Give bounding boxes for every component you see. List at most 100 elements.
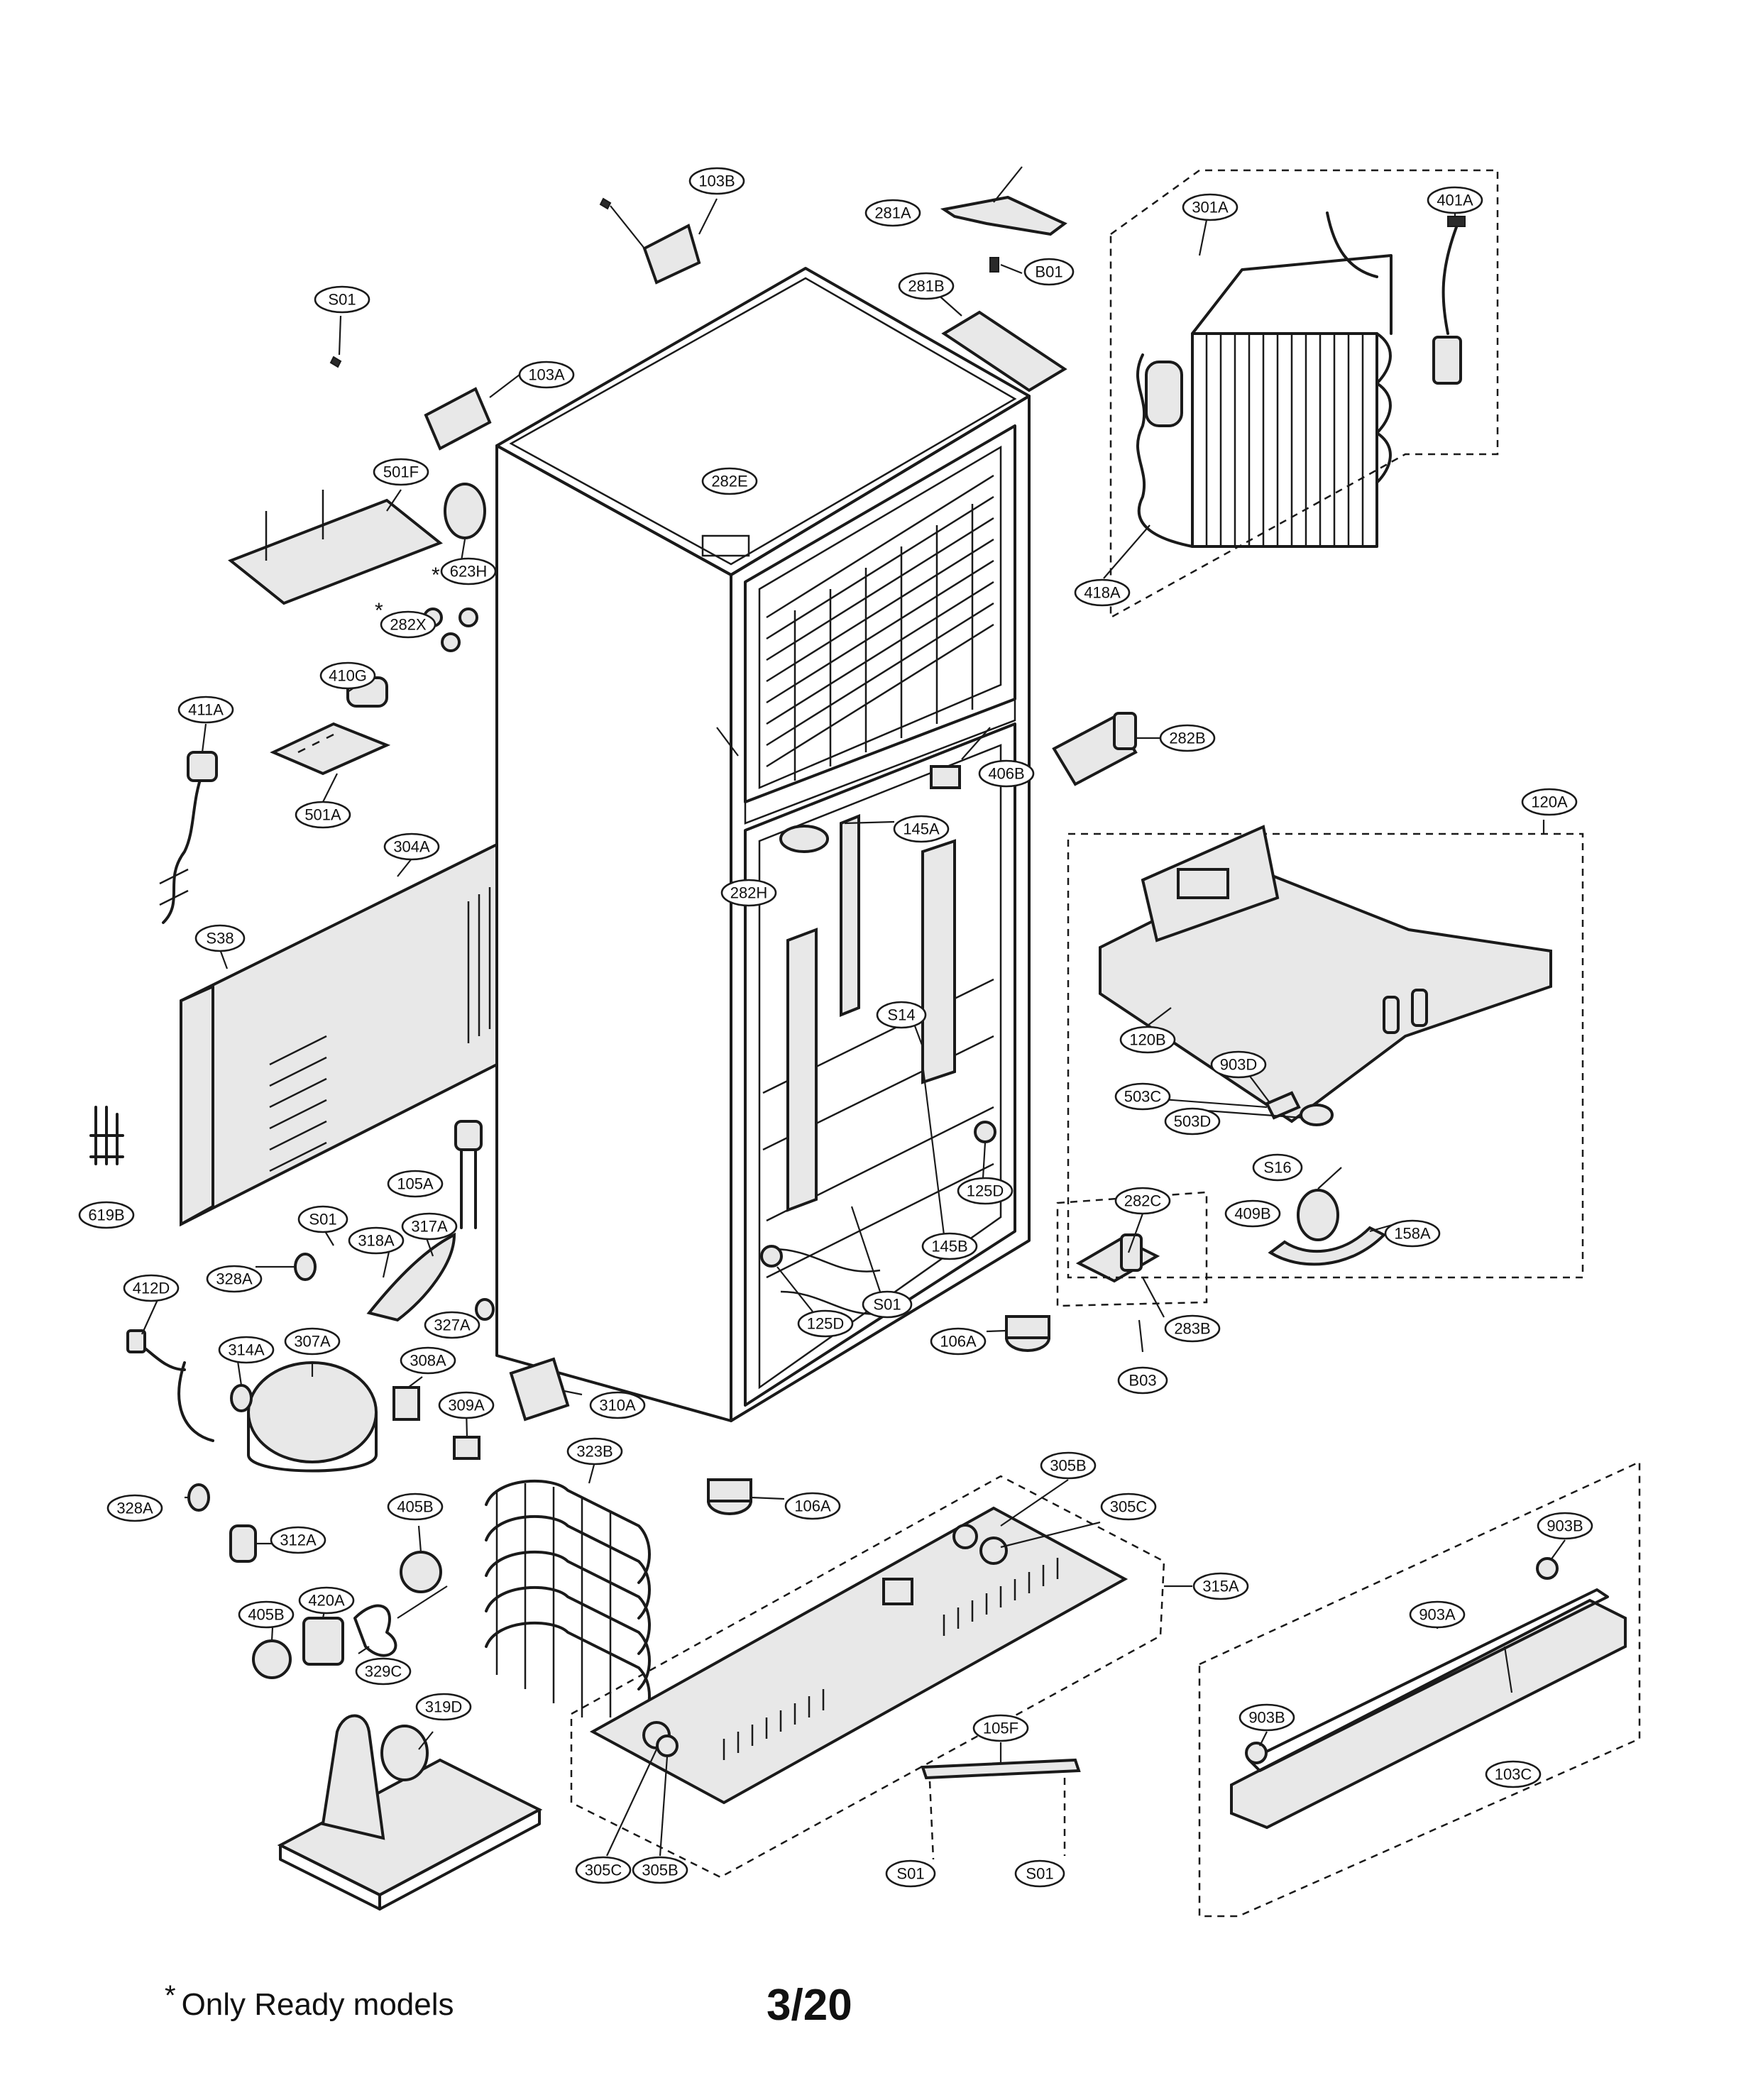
refrigerator-cabinet (495, 267, 1031, 1422)
svg-text:282E: 282E (711, 473, 747, 490)
callout-501F: 501F (373, 458, 429, 486)
svg-text:106A: 106A (940, 1333, 977, 1351)
svg-text:903D: 903D (1220, 1056, 1258, 1074)
callout-305B: 305B (1040, 1451, 1097, 1480)
svg-text:305B: 305B (642, 1862, 678, 1879)
svg-text:308A: 308A (410, 1352, 446, 1370)
svg-text:318A: 318A (358, 1232, 395, 1250)
svg-text:120B: 120B (1129, 1031, 1165, 1049)
svg-text:125D: 125D (807, 1315, 845, 1333)
callout-501A: 501A (295, 801, 351, 829)
svg-text:420A: 420A (308, 1592, 345, 1610)
svg-text:305C: 305C (1110, 1498, 1148, 1516)
callout-503C: 503C (1114, 1082, 1171, 1111)
svg-text:103B: 103B (698, 172, 735, 190)
svg-text:145B: 145B (931, 1238, 967, 1255)
callout-323B: 323B (566, 1437, 623, 1466)
svg-text:409B: 409B (1234, 1205, 1270, 1223)
callout-319D: 319D (415, 1693, 472, 1721)
svg-text:B03: B03 (1128, 1372, 1156, 1390)
svg-text:503D: 503D (1174, 1113, 1212, 1131)
callout-281A: 281A (864, 199, 921, 227)
callout-125D: 125D (957, 1177, 1014, 1205)
callout-305B: 305B (632, 1856, 688, 1884)
callout-282H: 282H (720, 879, 777, 907)
callout-282C: 282C (1114, 1187, 1171, 1215)
callout-120B: 120B (1119, 1026, 1176, 1054)
svg-text:503C: 503C (1124, 1088, 1162, 1106)
callout-420A: 420A (298, 1586, 355, 1615)
svg-text:105A: 105A (397, 1175, 434, 1193)
back-cover-panel (89, 842, 498, 1227)
callout-305C: 305C (575, 1856, 632, 1884)
svg-text:317A: 317A (411, 1218, 448, 1236)
svg-text:314A: 314A (228, 1341, 265, 1359)
callout-418A: 418A (1074, 578, 1131, 607)
callout-412D: 412D (123, 1274, 180, 1302)
callout-103A: 103A (518, 361, 575, 389)
callout-S01: S01 (862, 1290, 913, 1319)
svg-text:282H: 282H (730, 884, 768, 902)
svg-text:406B: 406B (988, 765, 1024, 783)
hinges-right (707, 195, 1208, 1515)
callout-S16: S16 (1252, 1153, 1303, 1182)
callout-145A: 145A (893, 815, 950, 843)
svg-text:418A: 418A (1084, 584, 1121, 602)
svg-text:903B: 903B (1248, 1709, 1285, 1727)
svg-text:282X: 282X (390, 616, 427, 634)
svg-text:158A: 158A (1394, 1225, 1431, 1243)
base-plate (570, 1475, 1165, 1879)
callout-282X: 282X (380, 610, 436, 639)
svg-text:623H: 623H (450, 563, 488, 581)
callout-328A: 328A (206, 1265, 263, 1293)
callout-283B: 283B (1164, 1314, 1221, 1343)
callout-317A: 317A (401, 1212, 458, 1241)
svg-text:323B: 323B (576, 1443, 613, 1461)
callout-301A: 301A (1182, 193, 1239, 221)
svg-text:319D: 319D (425, 1698, 463, 1716)
svg-text:328A: 328A (116, 1500, 153, 1517)
callout-903A: 903A (1409, 1600, 1466, 1629)
callout-401A: 401A (1427, 186, 1483, 214)
svg-text:328A: 328A (216, 1270, 253, 1288)
callout-281B: 281B (898, 272, 955, 300)
callout-125D: 125D (797, 1309, 854, 1338)
svg-text:125D: 125D (967, 1182, 1004, 1200)
svg-text:105F: 105F (983, 1720, 1018, 1737)
callout-308A: 308A (400, 1346, 456, 1375)
evaporator-assembly (1109, 169, 1499, 620)
callout-405B: 405B (387, 1492, 444, 1521)
asterisk-marker-623H: * (432, 564, 440, 587)
callout-405B: 405B (238, 1600, 295, 1629)
callout-410G: 410G (319, 661, 376, 690)
callout-409B: 409B (1224, 1199, 1281, 1228)
callout-314A: 314A (218, 1336, 275, 1364)
svg-text:S16: S16 (1263, 1159, 1291, 1177)
svg-text:S01: S01 (309, 1211, 336, 1228)
callout-103C: 103C (1485, 1760, 1542, 1788)
condenser-fan-motor (252, 1551, 448, 1679)
callout-312A: 312A (270, 1526, 326, 1554)
callout-282B: 282B (1159, 724, 1216, 752)
callout-328A: 328A (106, 1494, 163, 1522)
callout-903B: 903B (1537, 1512, 1593, 1540)
callout-305C: 305C (1100, 1492, 1157, 1521)
svg-text:106A: 106A (794, 1497, 831, 1515)
callout-619B: 619B (78, 1201, 135, 1229)
svg-text:S14: S14 (887, 1006, 915, 1024)
svg-text:312A: 312A (280, 1532, 317, 1549)
callout-S01: S01 (885, 1859, 936, 1888)
callout-103B: 103B (688, 167, 745, 195)
asterisk-marker-282X: * (375, 599, 383, 622)
svg-text:329C: 329C (365, 1663, 402, 1681)
svg-text:501F: 501F (383, 463, 419, 481)
svg-text:315A: 315A (1202, 1578, 1239, 1595)
callout-406B: 406B (978, 759, 1035, 788)
svg-text:903A: 903A (1419, 1606, 1456, 1624)
callout-105F: 105F (972, 1714, 1029, 1742)
bottom-bracket (921, 1758, 1081, 1860)
callout-903B: 903B (1239, 1703, 1295, 1732)
svg-text:S01: S01 (873, 1296, 901, 1314)
footnote-text: Only Ready models (181, 1987, 454, 2022)
